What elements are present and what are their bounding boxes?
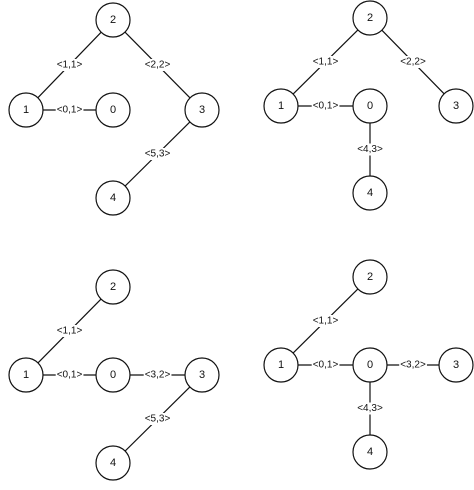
edge-label-1-0: <0,1> (313, 360, 339, 371)
node-label-1: 1 (23, 104, 29, 116)
node-3 (438, 88, 474, 124)
edge-label-2-1: <1,1> (57, 60, 83, 71)
edge-label-1-0: <0,1> (313, 101, 339, 112)
edge-label-2-1: <1,1> (57, 326, 83, 337)
edge-label-bg (55, 325, 84, 337)
node-label-4: 4 (367, 187, 373, 199)
node-3 (184, 92, 220, 128)
edge-label-2-1: <1,1> (313, 316, 339, 327)
node-2 (352, 0, 388, 36)
edge-label-3-4: <5,3> (145, 149, 171, 160)
edge-label-bg (311, 315, 340, 327)
graph-1: <1,1> <2,2> <0,1> <5,3> 2 1 0 3 4 (8, 2, 220, 216)
node-label-4: 4 (110, 457, 116, 469)
edge-label-1-0: <0,1> (57, 370, 83, 381)
node-label-2: 2 (110, 14, 116, 26)
edge-label-bg (399, 359, 427, 371)
edge-label-bg (143, 369, 172, 381)
edge-label-bg (55, 369, 84, 381)
node-3 (438, 347, 474, 383)
node-0 (95, 357, 131, 393)
edge-label-0-4: <4,3> (357, 403, 383, 414)
graph-3: <1,1> <0,1> <3,2> <5,3> 2 1 0 3 4 (8, 269, 220, 481)
node-4 (95, 180, 131, 216)
edge-label-bg (143, 413, 172, 425)
node-0 (95, 92, 131, 128)
edge-label-0-4: <4,3> (357, 144, 383, 155)
node-label-2: 2 (367, 271, 373, 283)
node-label-0: 0 (367, 100, 373, 112)
edge-label-bg (356, 402, 384, 415)
edge-label-3-4: <5,3> (145, 414, 171, 425)
edge-label-2-3: <2,2> (145, 60, 171, 71)
edge-label-bg (356, 143, 384, 156)
node-1 (8, 92, 44, 128)
node-label-0: 0 (110, 369, 116, 381)
edge-label-bg (311, 56, 340, 68)
node-label-1: 1 (23, 369, 29, 381)
node-2 (352, 259, 388, 295)
node-label-3: 3 (199, 369, 205, 381)
edge-label-2-3: <2,2> (400, 57, 426, 68)
node-label-1: 1 (278, 359, 284, 371)
node-1 (8, 357, 44, 393)
edge-label-bg (143, 59, 172, 71)
node-0 (352, 347, 388, 383)
node-1 (263, 347, 299, 383)
node-label-3: 3 (199, 104, 205, 116)
node-3 (184, 357, 220, 393)
node-label-3: 3 (453, 359, 459, 371)
node-label-0: 0 (367, 359, 373, 371)
edge-label-0-3: <3,2> (400, 360, 426, 371)
edge-label-1-0: <0,1> (57, 105, 83, 116)
node-label-1: 1 (278, 100, 284, 112)
edge-label-bg (55, 104, 84, 116)
node-label-2: 2 (110, 281, 116, 293)
node-label-3: 3 (453, 100, 459, 112)
node-4 (352, 434, 388, 470)
edge-label-2-1: <1,1> (313, 57, 339, 68)
edge-label-bg (311, 100, 340, 112)
node-label-2: 2 (367, 12, 373, 24)
node-label-0: 0 (110, 104, 116, 116)
node-1 (263, 88, 299, 124)
node-label-4: 4 (110, 192, 116, 204)
edge-label-0-3: <3,2> (145, 370, 171, 381)
node-label-4: 4 (367, 446, 373, 458)
edge-label-bg (143, 148, 172, 160)
node-4 (352, 175, 388, 211)
edge-label-bg (311, 359, 340, 371)
node-2 (95, 2, 131, 38)
node-4 (95, 445, 131, 481)
edge-label-bg (55, 59, 84, 71)
node-2 (95, 269, 131, 305)
graph-4: <1,1> <0,1> <3,2> <4,3> 2 1 0 3 4 (263, 259, 474, 470)
edge-label-bg (399, 56, 427, 68)
graph-2: <1,1> <2,2> <0,1> <4,3> 2 1 0 3 4 (263, 0, 474, 211)
node-0 (352, 88, 388, 124)
